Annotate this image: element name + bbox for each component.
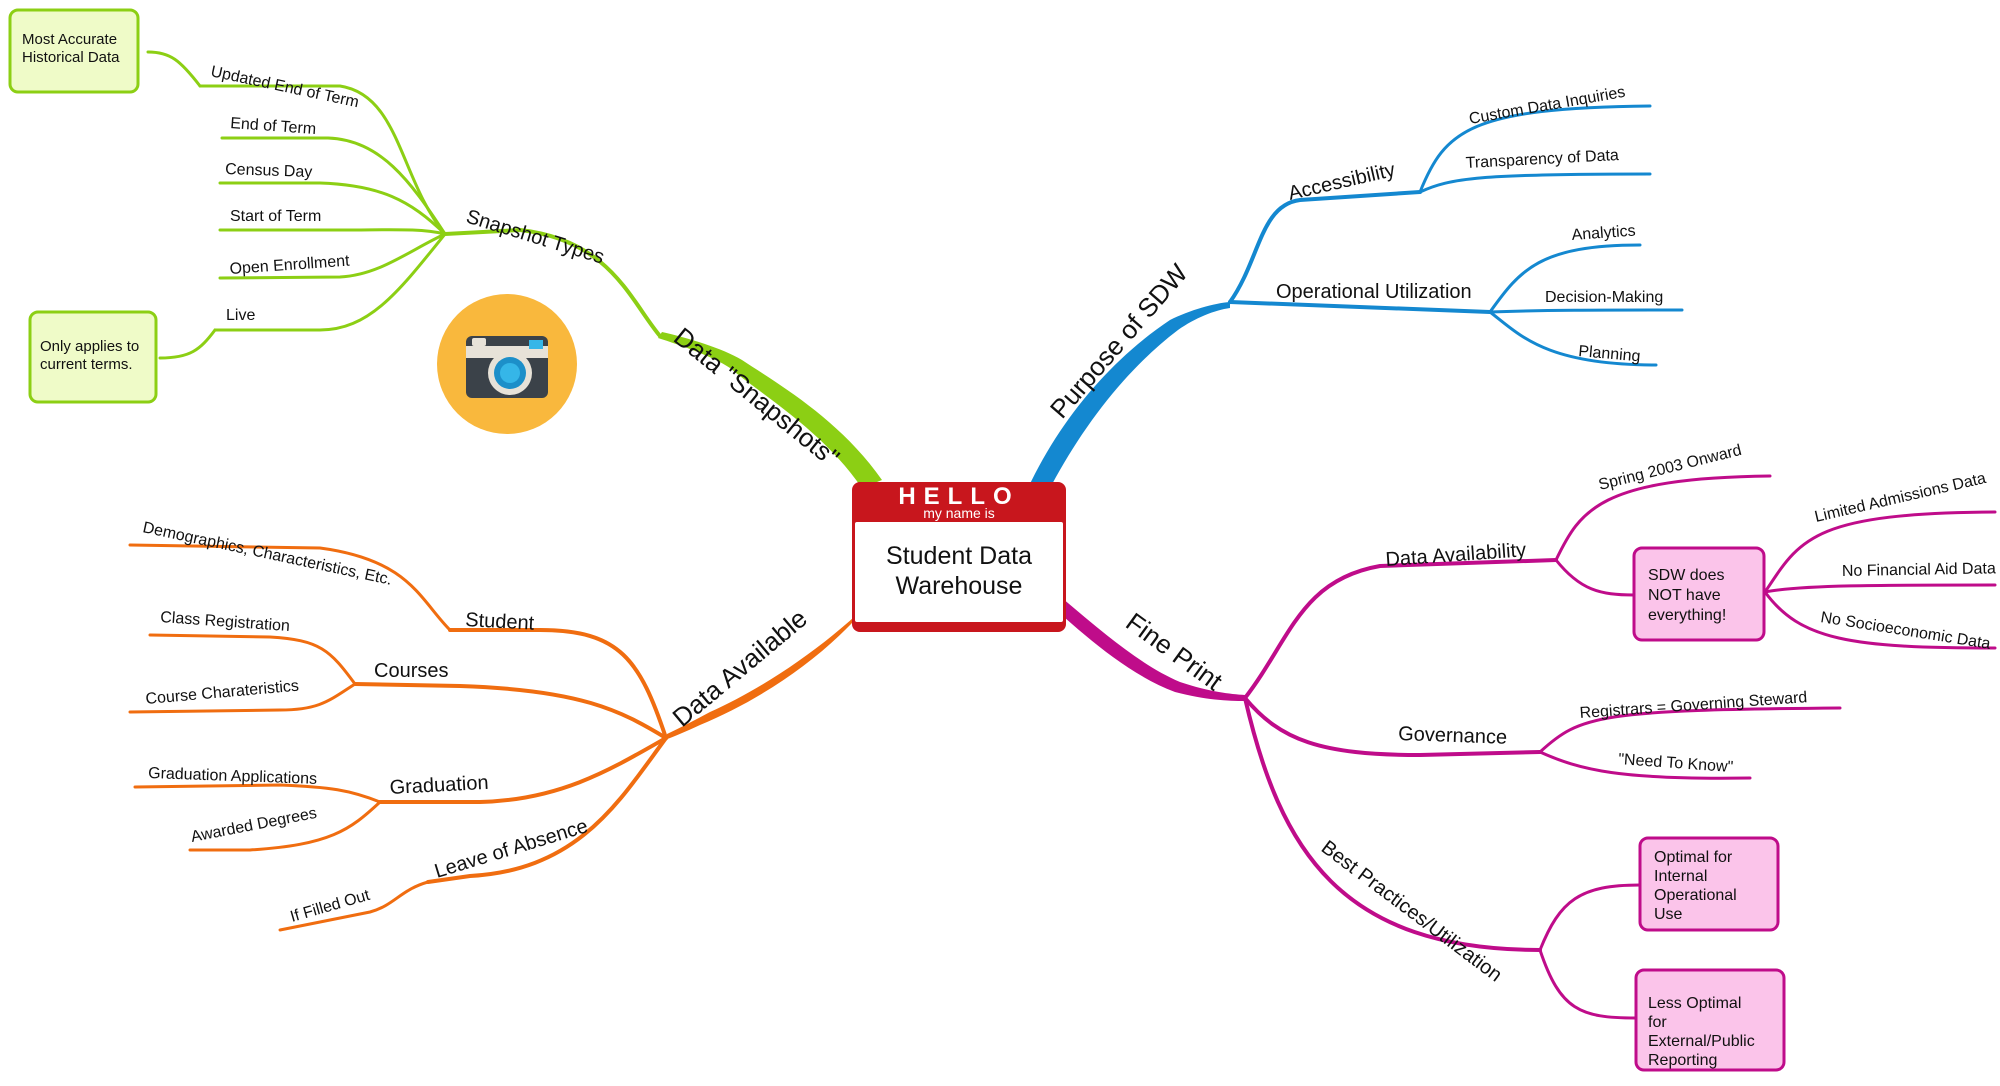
main-branch-fineprint-connector bbox=[1056, 598, 1245, 701]
branch-purpose bbox=[1028, 104, 1684, 492]
note-only-applies-line2: current terms. bbox=[40, 356, 133, 373]
note-less-optimal-line2: for bbox=[1648, 1014, 1667, 1031]
center-name-badge: HELLO my name is Student Data Warehouse bbox=[852, 482, 1066, 632]
note-less-optimal-line1: Less Optimal bbox=[1648, 995, 1741, 1012]
fineprint-leaves bbox=[1538, 474, 1997, 1020]
available-connectors bbox=[353, 628, 668, 884]
main-branch-snapshots-connector bbox=[658, 332, 882, 488]
label-decision-making: Decision-Making bbox=[1545, 289, 1663, 306]
note-only-applies-line1: Only applies to bbox=[40, 338, 139, 355]
operational-connector bbox=[1228, 300, 1492, 314]
note-most-accurate-line1: Most Accurate bbox=[22, 31, 117, 48]
note-most-accurate-line2: Historical Data bbox=[22, 49, 120, 66]
branch-data-snapshots bbox=[146, 50, 882, 488]
label-data-availability: Data Availability bbox=[1385, 539, 1527, 571]
note-not-everything: SDW does NOT have everything! bbox=[1632, 546, 1766, 642]
branch-fine-print bbox=[1056, 474, 1997, 1020]
available-leaves bbox=[128, 543, 452, 932]
center-title-line2: Warehouse bbox=[896, 572, 1023, 600]
label-need-to-know: "Need To Know" bbox=[1618, 751, 1734, 776]
main-branch-purpose-connector bbox=[1028, 302, 1230, 492]
note-not-everything-line1: SDW does bbox=[1648, 567, 1724, 584]
accessibility-connector bbox=[1228, 190, 1422, 304]
label-awarded-degrees: Awarded Degrees bbox=[190, 805, 319, 846]
label-registrars: Registrars = Governing Steward bbox=[1579, 689, 1808, 722]
label-start-of-term: Start of Term bbox=[230, 208, 321, 225]
label-best-practices: Best Practices/Utilization bbox=[1317, 836, 1506, 986]
label-open-enrollment: Open Enrollment bbox=[229, 253, 351, 278]
main-branch-available-connector bbox=[665, 606, 866, 740]
snapshot-leaves bbox=[146, 50, 447, 360]
label-graduation-applications: Graduation Applications bbox=[148, 765, 317, 788]
label-course-charateristics: Course Charateristics bbox=[145, 678, 300, 708]
label-spring-2003: Spring 2003 Onward bbox=[1597, 442, 1744, 494]
note-not-everything-line3: everything! bbox=[1648, 607, 1726, 624]
fineprint-connectors bbox=[1243, 558, 1558, 952]
note-optimal-line4: Use bbox=[1654, 906, 1683, 923]
note-less-optimal-line4: Reporting bbox=[1648, 1052, 1717, 1069]
badge-my-name-is-text: my name is bbox=[923, 505, 995, 521]
label-planning: Planning bbox=[1578, 343, 1642, 365]
label-snapshot-types: Snapshot Types bbox=[464, 206, 607, 269]
label-operational-utilization: Operational Utilization bbox=[1276, 281, 1472, 303]
label-purpose-of-sdw: Purpose of SDW bbox=[1044, 258, 1194, 424]
center-title-line1: Student Data bbox=[886, 542, 1032, 570]
note-less-optimal-line3: External/Public bbox=[1648, 1033, 1755, 1050]
note-optimal-line3: Operational bbox=[1654, 887, 1737, 904]
label-data-snapshots: Data "Snapshots" bbox=[668, 321, 845, 472]
badge-hello-text: HELLO bbox=[898, 483, 1019, 510]
label-live: Live bbox=[226, 307, 255, 324]
label-analytics: Analytics bbox=[1571, 223, 1636, 244]
snapshot-types-connector bbox=[443, 227, 662, 338]
camera-icon bbox=[437, 294, 577, 434]
note-optimal-line2: Internal bbox=[1654, 868, 1707, 885]
note-only-applies: Only applies to current terms. bbox=[28, 310, 158, 404]
branch-data-available bbox=[128, 543, 866, 932]
label-end-of-term: End of Term bbox=[230, 115, 317, 138]
label-census-day: Census Day bbox=[225, 161, 313, 181]
label-transparency-of-data: Transparency of Data bbox=[1465, 147, 1619, 172]
note-optimal-line1: Optimal for bbox=[1654, 849, 1733, 866]
label-class-registration: Class Registration bbox=[160, 609, 291, 635]
label-no-financial-aid: No Financial Aid Data bbox=[1842, 560, 1996, 580]
note-most-accurate: Most Accurate Historical Data bbox=[8, 8, 140, 94]
label-graduation: Graduation bbox=[389, 772, 489, 799]
label-student: Student bbox=[465, 609, 535, 635]
note-less-optimal: Less Optimal for External/Public Reporti… bbox=[1634, 968, 1786, 1072]
label-governance: Governance bbox=[1398, 723, 1508, 749]
note-not-everything-line2: NOT have bbox=[1648, 587, 1721, 604]
label-courses: Courses bbox=[374, 660, 448, 682]
note-optimal-internal: Optimal for Internal Operational Use bbox=[1638, 836, 1780, 932]
purpose-leaves bbox=[1418, 104, 1684, 367]
